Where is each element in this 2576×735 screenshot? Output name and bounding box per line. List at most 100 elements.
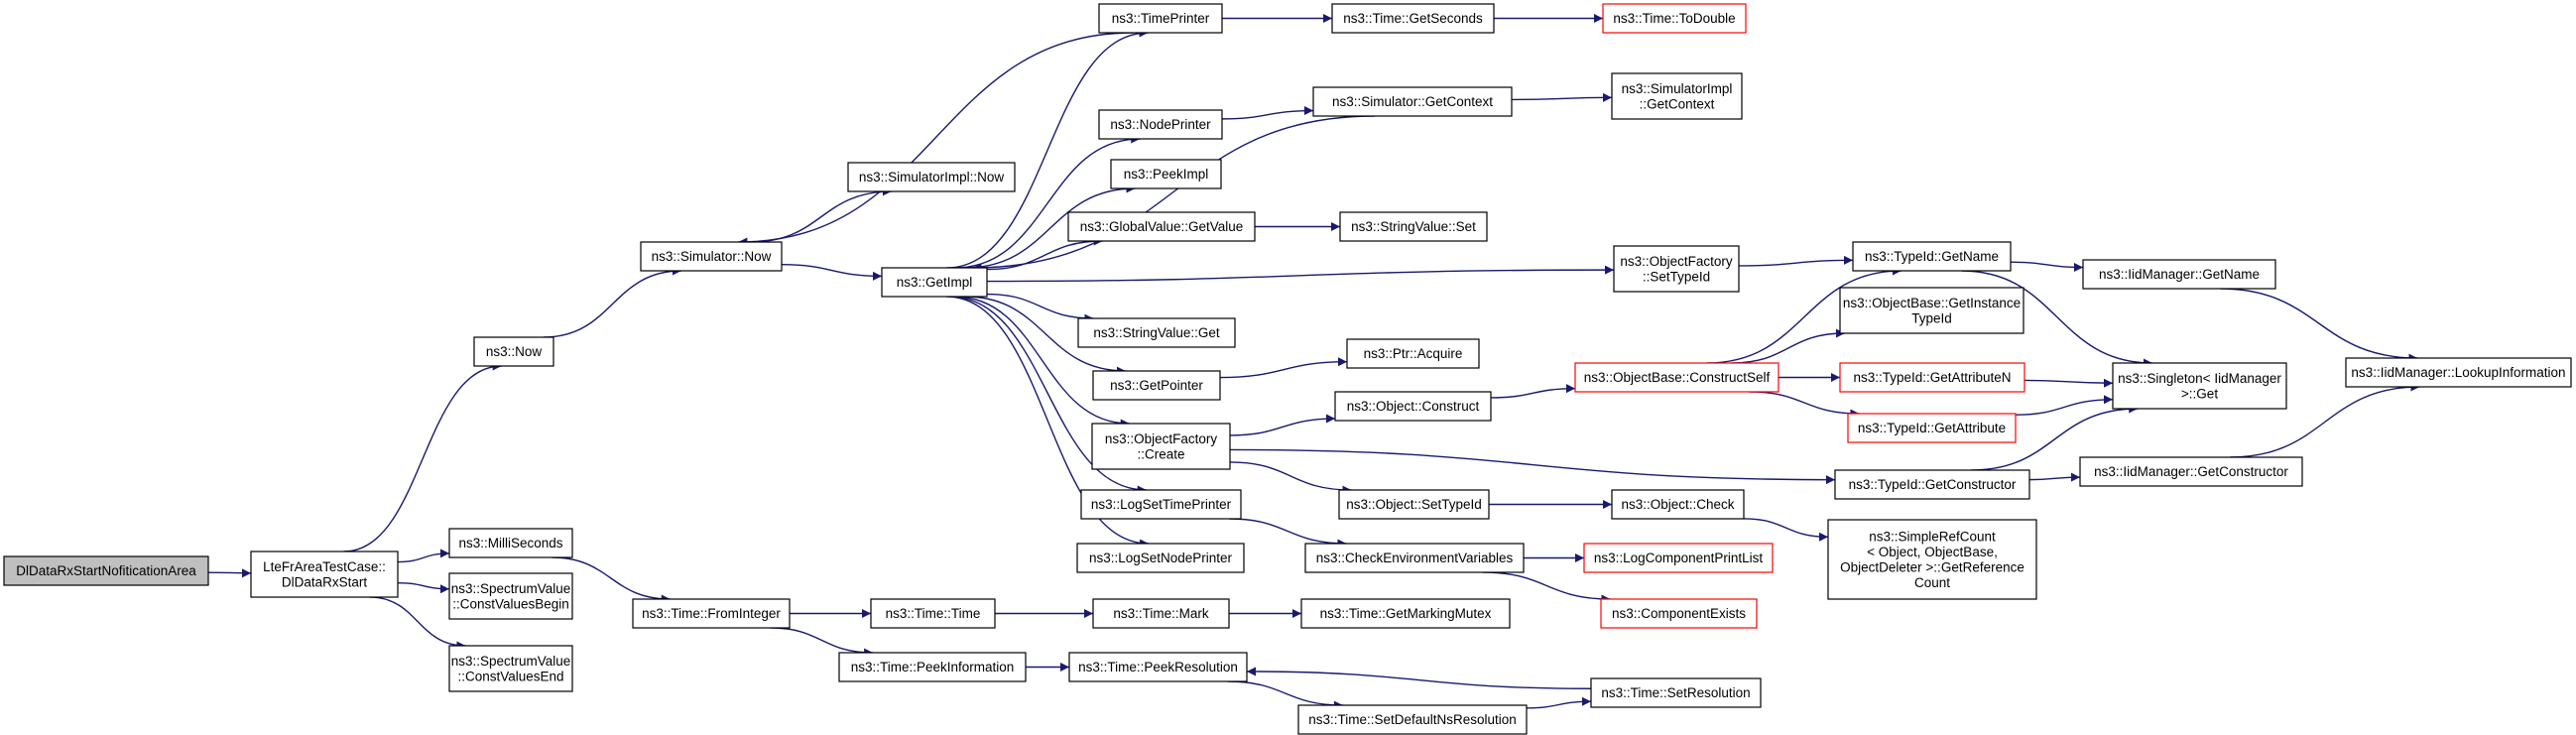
node-box-simimplgetctx[interactable]: [1611, 72, 1743, 120]
node-checkenv[interactable]: ns3::CheckEnvironmentVariables: [1304, 543, 1525, 573]
node-getpointer[interactable]: ns3::GetPointer: [1092, 370, 1221, 401]
node-objsettypeid[interactable]: ns3::Object::SetTypeId: [1338, 489, 1490, 520]
node-logcpl[interactable]: ns3::LogComponentPrintList: [1583, 543, 1774, 573]
node-box-getpointer[interactable]: [1092, 370, 1221, 401]
node-box-simimplnow[interactable]: [847, 162, 1016, 192]
node-box-simplerefcount[interactable]: [1827, 519, 2037, 600]
node-simnow[interactable]: ns3::Simulator::Now: [640, 241, 783, 272]
node-obconstructself[interactable]: ns3::ObjectBase::ConstructSelf: [1574, 362, 1779, 393]
node-todouble[interactable]: ns3::Time::ToDouble: [1602, 3, 1747, 34]
node-box-objcheck[interactable]: [1611, 489, 1745, 520]
node-setres[interactable]: ns3::Time::SetResolution: [1590, 677, 1762, 708]
node-box-millis[interactable]: [448, 528, 573, 558]
node-simplerefcount[interactable]: ns3::SimpleRefCount< Object, ObjectBase,…: [1827, 519, 2037, 600]
node-nodeprinter[interactable]: ns3::NodePrinter: [1098, 109, 1223, 140]
node-box-singleton[interactable]: [2112, 362, 2287, 410]
node-box-ofcreate[interactable]: [1091, 423, 1231, 470]
node-svget[interactable]: ns3::StringValue::Get: [1077, 317, 1236, 348]
node-box-peekimpl[interactable]: [1110, 159, 1222, 189]
node-box-ltefr[interactable]: [250, 551, 399, 598]
node-iidgetname[interactable]: ns3::IidManager::GetName: [2082, 259, 2276, 290]
node-box-objsettypeid[interactable]: [1338, 489, 1490, 520]
node-box-iidlookup[interactable]: [2345, 357, 2572, 388]
node-iidgetctor[interactable]: ns3::IidManager::GetConstructor: [2079, 456, 2303, 487]
node-box-tidgetname[interactable]: [1852, 241, 2012, 272]
node-peekimpl[interactable]: ns3::PeekImpl: [1110, 159, 1222, 189]
node-compexists[interactable]: ns3::ComponentExists: [1600, 598, 1758, 629]
node-box-setdefns[interactable]: [1297, 704, 1528, 735]
node-tidgetattr[interactable]: ns3::TypeId::GetAttribute: [1847, 413, 2017, 443]
node-box-compexists[interactable]: [1600, 598, 1758, 629]
node-box-setres[interactable]: [1590, 677, 1762, 708]
node-box-obconstructself[interactable]: [1574, 362, 1779, 393]
node-box-objconstruct[interactable]: [1334, 391, 1492, 422]
node-box-checkenv[interactable]: [1304, 543, 1525, 573]
node-box-logsettp[interactable]: [1080, 489, 1242, 520]
node-getmarkmutex[interactable]: ns3::Time::GetMarkingMutex: [1300, 598, 1511, 629]
node-tidgetctor[interactable]: ns3::TypeId::GetConstructor: [1834, 469, 2030, 500]
node-now[interactable]: ns3::Now: [473, 336, 554, 367]
node-box-dlnotif[interactable]: [3, 555, 209, 586]
node-box-svset[interactable]: [1339, 211, 1488, 242]
node-box-peekres[interactable]: [1068, 652, 1248, 682]
node-box-svcvb[interactable]: [448, 572, 573, 620]
node-box-svget[interactable]: [1077, 317, 1236, 348]
node-objconstruct[interactable]: ns3::Object::Construct: [1334, 391, 1492, 422]
node-svset[interactable]: ns3::StringValue::Set: [1339, 211, 1488, 242]
node-ltefr[interactable]: LteFrAreaTestCase::DlDataRxStart: [250, 551, 399, 598]
node-peekinfo[interactable]: ns3::Time::PeekInformation: [838, 652, 1027, 682]
node-box-iidgetname[interactable]: [2082, 259, 2276, 290]
node-box-svcve[interactable]: [448, 645, 573, 692]
node-box-now[interactable]: [473, 336, 554, 367]
node-logsettp[interactable]: ns3::LogSetTimePrinter: [1080, 489, 1242, 520]
node-box-obgetinst[interactable]: [1839, 287, 2024, 334]
node-tidgetattrn[interactable]: ns3::TypeId::GetAttributeN: [1839, 362, 2025, 393]
node-simgetctx[interactable]: ns3::Simulator::GetContext: [1312, 86, 1513, 117]
node-box-tidgetattr[interactable]: [1847, 413, 2017, 443]
node-gvgetvalue[interactable]: ns3::GlobalValue::GetValue: [1067, 211, 1256, 242]
node-peekres[interactable]: ns3::Time::PeekResolution: [1068, 652, 1248, 682]
node-box-simgetctx[interactable]: [1312, 86, 1513, 117]
node-box-tidgetctor[interactable]: [1834, 469, 2030, 500]
node-getseconds[interactable]: ns3::Time::GetSeconds: [1331, 3, 1495, 34]
node-box-simnow[interactable]: [640, 241, 783, 272]
node-iidlookup[interactable]: ns3::IidManager::LookupInformation: [2345, 357, 2572, 388]
node-svcvb[interactable]: ns3::SpectrumValue::ConstValuesBegin: [448, 572, 573, 620]
node-ofcreate[interactable]: ns3::ObjectFactory::Create: [1091, 423, 1231, 470]
node-box-nodeprinter[interactable]: [1098, 109, 1223, 140]
node-box-ptracquire[interactable]: [1346, 338, 1480, 369]
node-box-timemark[interactable]: [1092, 598, 1230, 629]
node-box-fromint[interactable]: [632, 598, 791, 629]
node-singleton[interactable]: ns3::Singleton< IidManager>::Get: [2112, 362, 2287, 410]
node-logsetnp[interactable]: ns3::LogSetNodePrinter: [1076, 543, 1245, 573]
node-box-timetime[interactable]: [870, 598, 996, 629]
node-box-timeprinter[interactable]: [1098, 3, 1223, 34]
node-tidgetname[interactable]: ns3::TypeId::GetName: [1852, 241, 2012, 272]
node-box-getmarkmutex[interactable]: [1300, 598, 1511, 629]
node-box-tidgetattrn[interactable]: [1839, 362, 2025, 393]
node-setdefns[interactable]: ns3::Time::SetDefaultNsResolution: [1297, 704, 1528, 735]
node-ptracquire[interactable]: ns3::Ptr::Acquire: [1346, 338, 1480, 369]
node-timetime[interactable]: ns3::Time::Time: [870, 598, 996, 629]
node-box-getimpl[interactable]: [881, 267, 988, 298]
node-box-peekinfo[interactable]: [838, 652, 1027, 682]
node-box-logcpl[interactable]: [1583, 543, 1774, 573]
node-svcve[interactable]: ns3::SpectrumValue::ConstValuesEnd: [448, 645, 573, 692]
node-timeprinter[interactable]: ns3::TimePrinter: [1098, 3, 1223, 34]
node-box-gvgetvalue[interactable]: [1067, 211, 1256, 242]
node-timemark[interactable]: ns3::Time::Mark: [1092, 598, 1230, 629]
node-fromint[interactable]: ns3::Time::FromInteger: [632, 598, 791, 629]
node-dlnotif[interactable]: DlDataRxStartNofiticationArea: [3, 555, 209, 586]
node-getimpl[interactable]: ns3::GetImpl: [881, 267, 988, 298]
node-objcheck[interactable]: ns3::Object::Check: [1611, 489, 1745, 520]
node-box-iidgetctor[interactable]: [2079, 456, 2303, 487]
node-simimplgetctx[interactable]: ns3::SimulatorImpl::GetContext: [1611, 72, 1743, 120]
node-box-getseconds[interactable]: [1331, 3, 1495, 34]
node-box-logsetnp[interactable]: [1076, 543, 1245, 573]
node-simimplnow[interactable]: ns3::SimulatorImpl::Now: [847, 162, 1016, 192]
node-millis[interactable]: ns3::MilliSeconds: [448, 528, 573, 558]
node-box-todouble[interactable]: [1602, 3, 1747, 34]
node-box-ofsettypeid[interactable]: [1613, 245, 1740, 293]
node-ofsettypeid[interactable]: ns3::ObjectFactory::SetTypeId: [1613, 245, 1740, 293]
